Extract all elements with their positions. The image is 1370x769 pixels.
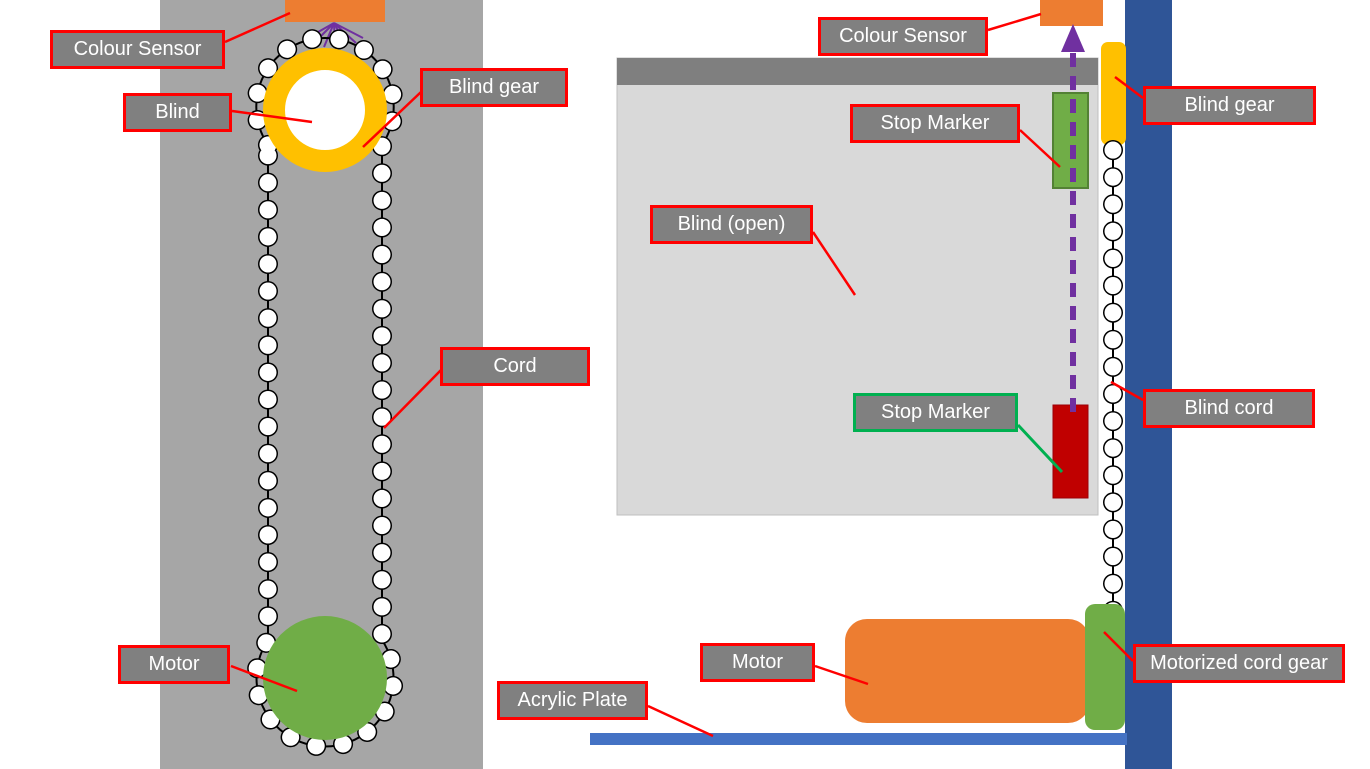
blind-gear-block: [1101, 42, 1126, 145]
label-cord: Cord: [440, 347, 590, 386]
label-blind-gear-right: Blind gear: [1143, 86, 1316, 125]
travel-direction-arrow-icon: [1061, 24, 1085, 412]
label-motorized-cord-gear: Motorized cord gear: [1133, 644, 1345, 683]
label-blind-open: Blind (open): [650, 205, 813, 244]
label-colour-sensor-right: Colour Sensor: [818, 17, 988, 56]
stop-marker-bottom: [1052, 404, 1089, 499]
right-leader-lines: [647, 12, 1144, 738]
blind-headrail: [617, 58, 1098, 85]
label-acrylic-plate: Acrylic Plate: [497, 681, 648, 720]
label-motor-left: Motor: [118, 645, 230, 684]
green-leader-line: [1016, 423, 1064, 474]
motor-disc: [263, 616, 387, 740]
label-stop-marker-top: Stop Marker: [850, 104, 1020, 143]
label-blind-cord: Blind cord: [1143, 389, 1315, 428]
label-colour-sensor-left: Colour Sensor: [50, 30, 225, 69]
label-blind-gear-left: Blind gear: [420, 68, 568, 107]
motorized-cord-gear-block: [1085, 604, 1125, 730]
blind-gear-ring: [263, 48, 387, 172]
left-leader-lines: [224, 11, 442, 693]
cord-chain-left: [246, 27, 404, 757]
acrylic-plate-bar: [590, 733, 1127, 745]
wall-bar: [1125, 0, 1172, 769]
left-view: [160, 0, 483, 769]
colour-sensor-block-left: [285, 0, 385, 22]
colour-sensor-block-right: [1040, 0, 1103, 26]
label-motor-right: Motor: [700, 643, 815, 682]
label-blind: Blind: [123, 93, 232, 132]
motor-block: [845, 619, 1090, 723]
label-stop-marker-bottom: Stop Marker: [853, 393, 1018, 432]
